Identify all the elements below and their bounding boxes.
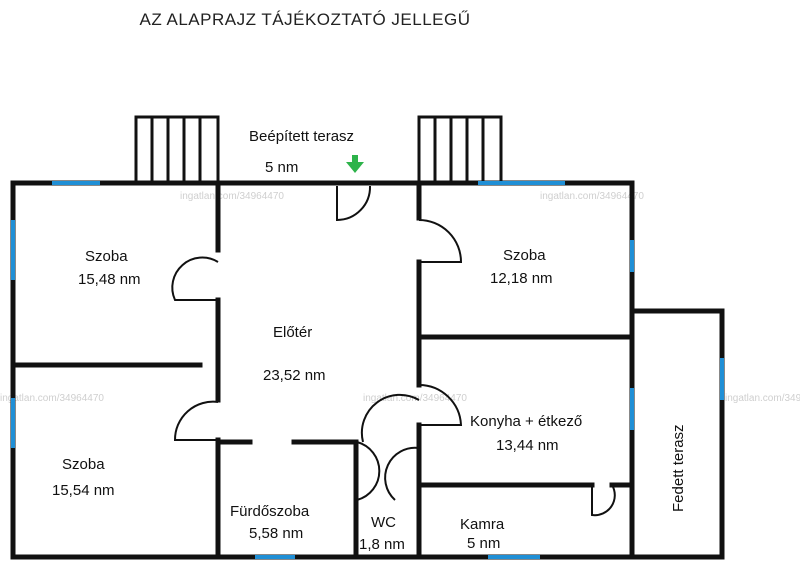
terrace-area: 5 nm <box>265 159 298 176</box>
watermark: ingatlan.com/34964470 <box>180 191 284 202</box>
wc-area: 1,8 nm <box>359 536 405 553</box>
room2-area: 12,18 nm <box>490 270 553 287</box>
windows <box>11 181 724 559</box>
pantry-area: 5 nm <box>467 535 500 552</box>
room1-name: Szoba <box>85 248 128 265</box>
watermark: ingatlan.com/34964470 <box>0 393 104 404</box>
room3-area: 15,54 nm <box>52 482 115 499</box>
covered-terrace-name: Fedett terasz <box>670 424 687 512</box>
terrace-railing-right <box>417 115 503 183</box>
walls <box>10 180 725 560</box>
room3-name: Szoba <box>62 456 105 473</box>
terrace-name: Beépített terasz <box>249 128 354 145</box>
room1-area: 15,48 nm <box>78 271 141 288</box>
wc-name: WC <box>371 514 396 531</box>
room2-name: Szoba <box>503 247 546 264</box>
doors <box>171 185 616 517</box>
floorplan-disclaimer-heading: AZ ALAPRAJZ TÁJÉKOZTATÓ JELLEGŰ <box>139 10 471 29</box>
pantry-name: Kamra <box>460 516 505 533</box>
bath-area: 5,58 nm <box>249 525 303 542</box>
terrace-railing-left <box>134 115 220 183</box>
hall-name: Előtér <box>273 324 312 341</box>
hall-area: 23,52 nm <box>263 367 326 384</box>
bath-name: Fürdőszoba <box>230 503 310 520</box>
kitchen-name: Konyha + étkező <box>470 413 582 430</box>
watermark: ingatlan.com/34964470 <box>725 393 800 404</box>
entrance-arrow-icon <box>346 155 364 173</box>
kitchen-area: 13,44 nm <box>496 437 559 454</box>
watermark: ingatlan.com/34964470 <box>540 191 644 202</box>
